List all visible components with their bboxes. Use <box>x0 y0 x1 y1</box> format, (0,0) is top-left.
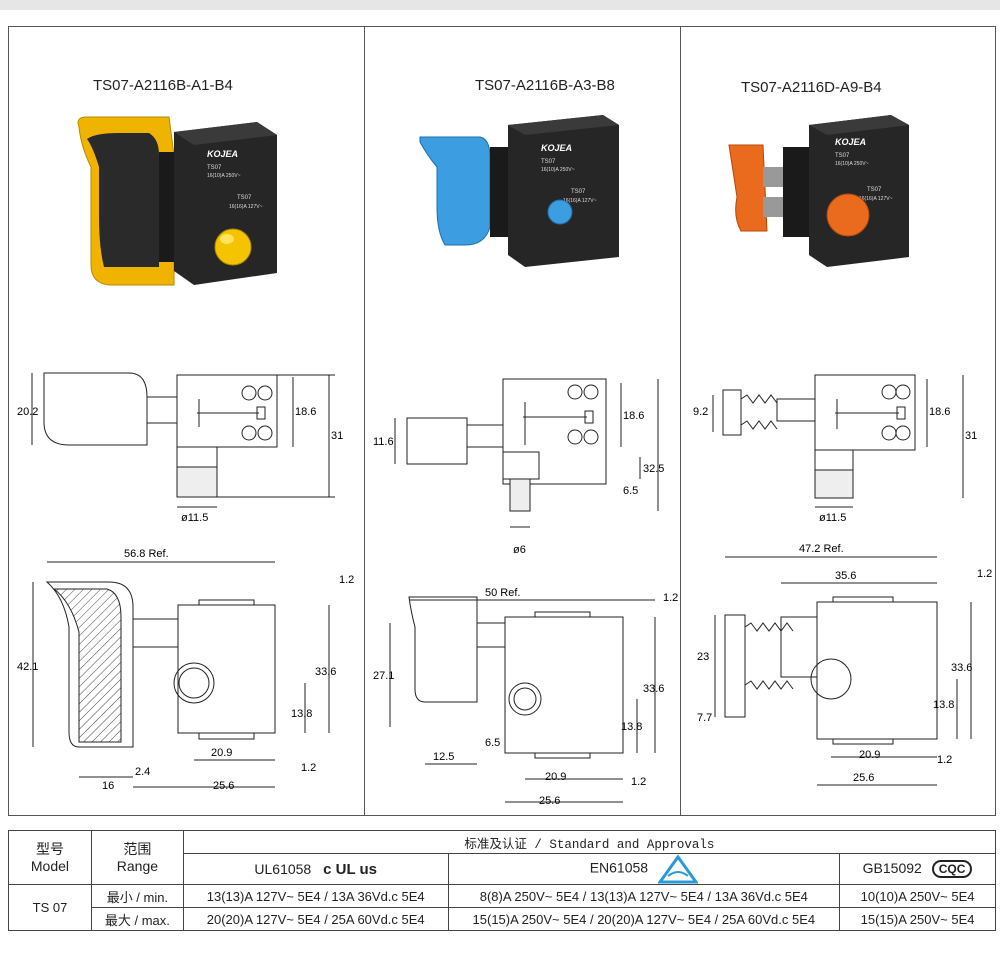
model-value: TS 07 <box>8 884 92 931</box>
side-view-drawing <box>389 596 656 803</box>
svg-text:13.8: 13.8 <box>621 721 642 733</box>
svg-text:20.2: 20.2 <box>17 406 38 418</box>
svg-text:ø11.5: ø11.5 <box>819 512 846 524</box>
product-1-drawings: KOJEA TS07 16(10)A 250V~ TS07 16(16)A 12… <box>17 116 354 792</box>
switch-photo: KOJEA TS07 16(10)A 250V~ TS07 16(16)A 12… <box>728 115 909 267</box>
product-title: TS07-A2116D-A9-B4 <box>741 79 882 96</box>
svg-text:TS07: TS07 <box>835 153 850 159</box>
max-gb-value: 15(15)A 250V~ 5E4 <box>839 907 996 931</box>
svg-text:1.2: 1.2 <box>937 754 952 766</box>
svg-text:27.1: 27.1 <box>373 670 394 682</box>
svg-text:ø6: ø6 <box>513 544 526 556</box>
svg-text:31: 31 <box>331 430 343 442</box>
svg-text:16: 16 <box>102 780 114 792</box>
svg-text:33.6: 33.6 <box>951 662 972 674</box>
svg-text:42.1: 42.1 <box>17 661 38 673</box>
svg-text:50 Ref.: 50 Ref. <box>485 587 520 599</box>
svg-text:12.5: 12.5 <box>433 751 454 763</box>
min-ul-value: 13(13)A 127V~ 5E4 / 13A 36Vd.c 5E4 <box>182 884 449 908</box>
svg-text:13.8: 13.8 <box>933 699 954 711</box>
svg-text:23: 23 <box>697 651 709 663</box>
product-panel-1: TS07-A2116B-A1-B4 KOJEA TS07 16(10)A 250… <box>9 27 365 815</box>
svg-text:16(10)A 250V~: 16(10)A 250V~ <box>207 173 241 179</box>
cert-gb15092: GB15092 CQC <box>839 853 996 885</box>
switch-photo: KOJEA TS07 16(10)A 250V~ TS07 16(16)A 12… <box>77 116 277 286</box>
svg-text:6.5: 6.5 <box>485 737 500 749</box>
svg-text:TS07: TS07 <box>867 187 882 193</box>
product-title: TS07-A2116B-A3-B8 <box>475 77 615 94</box>
product-3-drawings: KOJEA TS07 16(10)A 250V~ TS07 16(16)A 12… <box>693 115 992 786</box>
svg-text:33.6: 33.6 <box>315 666 336 678</box>
svg-text:1.2: 1.2 <box>663 592 678 604</box>
svg-text:TS07: TS07 <box>237 195 252 201</box>
svg-text:1.2: 1.2 <box>631 776 646 788</box>
svg-text:18.6: 18.6 <box>929 406 950 418</box>
min-gb-value: 10(10)A 250V~ 5E4 <box>839 884 996 908</box>
svg-text:11.6: 11.6 <box>373 436 394 448</box>
svg-text:20.9: 20.9 <box>859 749 880 761</box>
side-view-drawing <box>714 556 972 786</box>
svg-text:56.8 Ref.: 56.8 Ref. <box>124 548 169 560</box>
svg-text:25.6: 25.6 <box>213 780 234 792</box>
standards-header: 标准及认证 / Standard and Approvals <box>182 830 997 854</box>
svg-text:KOJEA: KOJEA <box>835 137 866 147</box>
front-view-drawing <box>394 378 659 528</box>
svg-text:16(10)A 250V~: 16(10)A 250V~ <box>835 161 869 167</box>
ul-logo-icon: c UL us <box>323 860 378 878</box>
svg-text:ø11.5: ø11.5 <box>181 512 208 524</box>
cert-ul61058: UL61058 c UL us <box>182 853 449 885</box>
svg-text:31: 31 <box>965 430 977 442</box>
svg-text:KOJEA: KOJEA <box>541 143 572 153</box>
top-bar <box>0 0 1000 10</box>
svg-text:13.8: 13.8 <box>291 708 312 720</box>
min-en-value: 8(8)A 250V~ 5E4 / 13(13)A 127V~ 5E4 / 13… <box>447 884 841 908</box>
svg-text:6.5: 6.5 <box>623 485 638 497</box>
svg-text:18.6: 18.6 <box>295 406 316 418</box>
svg-text:20.9: 20.9 <box>211 747 232 759</box>
svg-text:1.2: 1.2 <box>339 574 354 586</box>
svg-text:2.4: 2.4 <box>135 766 150 778</box>
side-view-drawing <box>32 561 330 788</box>
product-panel-2: TS07-A2116B-A3-B8 KOJEA TS07 16(10)A 250… <box>365 27 681 815</box>
svg-text:16(16)A 127V~: 16(16)A 127V~ <box>229 204 263 210</box>
svg-text:TS07: TS07 <box>571 189 586 195</box>
svg-text:TS07: TS07 <box>207 165 222 171</box>
min-label: 最小 / min. <box>90 884 184 908</box>
svg-text:TS07: TS07 <box>541 159 556 165</box>
front-view-drawing <box>31 372 335 508</box>
svg-text:18.6: 18.6 <box>623 410 644 422</box>
svg-text:9.2: 9.2 <box>693 406 708 418</box>
triangle-logo-icon <box>657 854 699 884</box>
svg-text:32.5: 32.5 <box>643 463 664 475</box>
product-panels: TS07-A2116B-A1-B4 KOJEA TS07 16(10)A 250… <box>8 26 996 816</box>
svg-text:35.6: 35.6 <box>835 570 856 582</box>
front-view-drawing <box>712 374 964 508</box>
svg-text:1.2: 1.2 <box>301 762 316 774</box>
svg-text:16(16)A 127V~: 16(16)A 127V~ <box>563 198 597 204</box>
product-title: TS07-A2116B-A1-B4 <box>93 77 233 94</box>
svg-text:25.6: 25.6 <box>853 772 874 784</box>
svg-text:7.7: 7.7 <box>697 712 712 724</box>
product-2-drawings: KOJEA TS07 16(10)A 250V~ TS07 16(16)A 12… <box>373 115 678 807</box>
product-panel-3: TS07-A2116D-A9-B4 KOJEA TS07 16(10)A 250… <box>681 27 995 815</box>
svg-text:KOJEA: KOJEA <box>207 149 238 159</box>
max-ul-value: 20(20)A 127V~ 5E4 / 25A 60Vd.c 5E4 <box>182 907 449 931</box>
svg-text:20.9: 20.9 <box>545 771 566 783</box>
svg-text:16(16)A 127V~: 16(16)A 127V~ <box>859 196 893 202</box>
switch-photo: KOJEA TS07 16(10)A 250V~ TS07 16(16)A 12… <box>419 115 619 267</box>
svg-text:1.2: 1.2 <box>977 568 992 580</box>
svg-text:16(10)A 250V~: 16(10)A 250V~ <box>541 167 575 173</box>
max-label: 最大 / max. <box>90 907 184 931</box>
svg-text:33.6: 33.6 <box>643 683 664 695</box>
svg-text:25.6: 25.6 <box>539 795 560 807</box>
svg-text:47.2 Ref.: 47.2 Ref. <box>799 543 844 555</box>
max-en-value: 15(15)A 250V~ 5E4 / 20(20)A 127V~ 5E4 / … <box>447 907 841 931</box>
cert-en61058: EN61058 <box>447 853 841 885</box>
cqc-logo-icon: CQC <box>931 860 973 878</box>
